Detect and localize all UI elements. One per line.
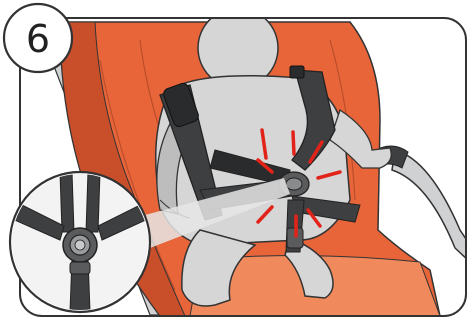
zoom-detail-icon: [10, 172, 150, 312]
step-number-badge: 6: [4, 4, 72, 72]
step-number: 6: [26, 17, 50, 61]
